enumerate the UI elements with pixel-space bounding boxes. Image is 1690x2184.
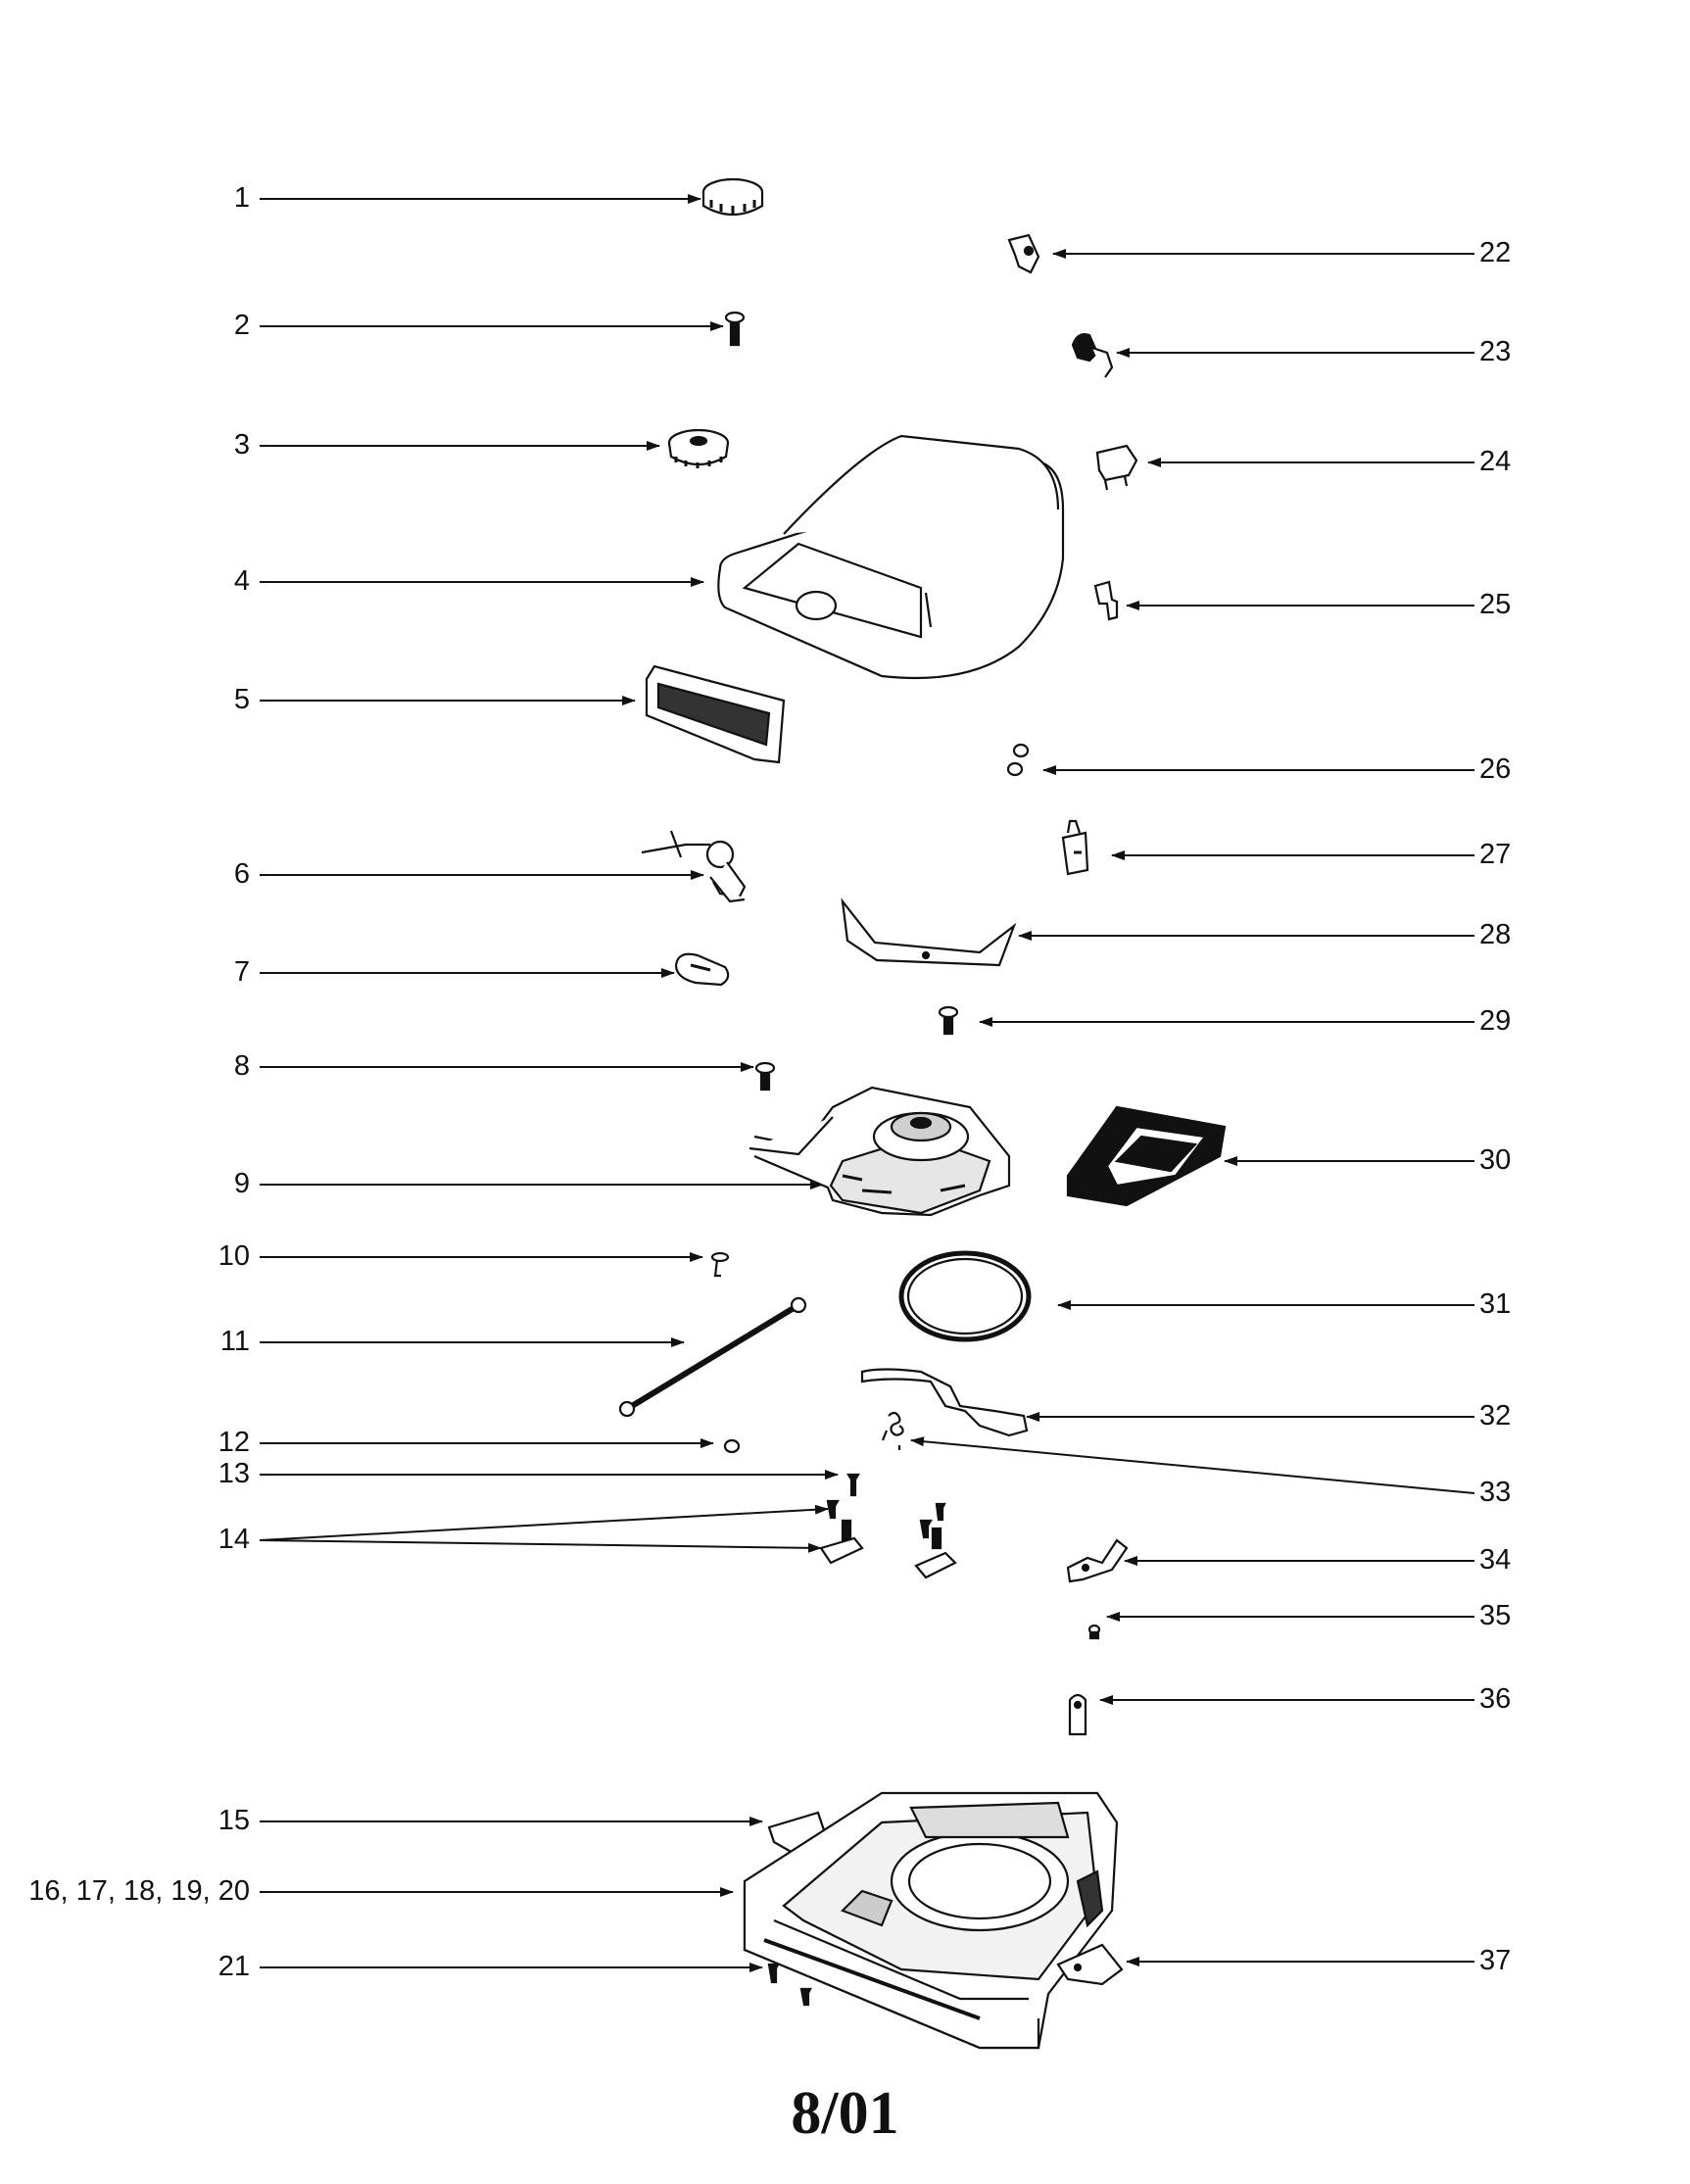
callout-label-left: 11 xyxy=(219,1326,250,1357)
callout-label-right: 28 xyxy=(1479,919,1512,950)
part-21-screws-icon xyxy=(767,1963,812,2007)
callout-label-right: 27 xyxy=(1479,839,1512,870)
part-4-hood-icon xyxy=(717,434,1065,680)
part-12-nut-icon xyxy=(723,1438,741,1454)
part-28-strap-icon xyxy=(841,898,1017,967)
part-9-motor-plate-icon xyxy=(748,1086,1011,1217)
leader-lines xyxy=(259,194,1475,1972)
callout-label-left: 5 xyxy=(233,684,250,715)
part-2-screw-icon xyxy=(724,311,746,347)
part-14-brackets-icon xyxy=(819,1499,957,1579)
callout-label-left: 14 xyxy=(217,1524,250,1555)
callout-label-right: 25 xyxy=(1479,589,1512,620)
part-32-bracket-icon xyxy=(860,1368,1029,1437)
revision-date: 8/01 xyxy=(791,2080,899,2147)
callout-label-left: 9 xyxy=(233,1168,250,1199)
callout-label-right: 24 xyxy=(1479,446,1512,477)
callout-label-right: 30 xyxy=(1479,1144,1512,1176)
leader-line-right xyxy=(910,1436,1475,1494)
callout-label-right: 31 xyxy=(1479,1288,1512,1320)
callout-label-left: 7 xyxy=(233,956,250,988)
callout-label-right: 33 xyxy=(1479,1477,1512,1508)
callout-label-left: 8 xyxy=(233,1050,250,1082)
part-7-clip-icon xyxy=(674,952,730,987)
part-10-screw-icon xyxy=(710,1251,730,1278)
part-25-bracket-icon xyxy=(1093,580,1119,621)
part-23-switch-icon xyxy=(1071,333,1114,378)
part-11-rod-icon xyxy=(618,1296,807,1418)
part-34-bracket-icon xyxy=(1066,1538,1129,1583)
callout-label-right: 22 xyxy=(1479,237,1512,268)
callout-label-right: 37 xyxy=(1479,1945,1512,1976)
callout-label-right: 23 xyxy=(1479,336,1512,367)
part-13-screw-icon xyxy=(846,1473,860,1497)
part-37-pad-icon xyxy=(1056,1943,1124,1986)
part-drawings xyxy=(618,177,1227,2050)
part-24-clip-icon xyxy=(1095,444,1138,491)
callout-label-right: 29 xyxy=(1479,1005,1512,1037)
callout-label-left: 16, 17, 18, 19, 20 xyxy=(28,1875,250,1907)
callout-label-right: 36 xyxy=(1479,1683,1512,1715)
callout-label-left: 13 xyxy=(217,1458,250,1489)
part-22-tab-icon xyxy=(1007,233,1040,274)
callout-label-left: 12 xyxy=(217,1427,250,1458)
callout-label-left: 6 xyxy=(233,858,250,890)
part-8-screw-icon xyxy=(754,1061,776,1092)
part-27-terminal-icon xyxy=(1061,819,1089,876)
callout-label-left: 21 xyxy=(217,1951,250,1982)
callout-label-right: 32 xyxy=(1479,1400,1512,1432)
leader-line-left xyxy=(259,1539,822,1553)
part-29-screw-icon xyxy=(938,1005,959,1036)
callout-label-left: 4 xyxy=(233,565,250,597)
callout-label-left: 1 xyxy=(233,182,250,214)
part-30-filter-icon xyxy=(1066,1105,1227,1207)
leader-line-left xyxy=(259,1504,829,1541)
callout-label-left: 10 xyxy=(217,1240,250,1272)
callout-label-left: 3 xyxy=(233,429,250,461)
part-1-cap-icon xyxy=(701,177,764,216)
callout-label-right: 26 xyxy=(1479,753,1512,785)
part-6-linkage-icon xyxy=(641,830,747,903)
part-35-nut-icon xyxy=(1087,1624,1101,1640)
callout-label-left: 15 xyxy=(217,1805,250,1836)
part-33-spring-icon xyxy=(881,1411,904,1450)
part-26-bushings-icon xyxy=(1006,743,1030,777)
part-5-grille-icon xyxy=(645,664,786,764)
callout-label-left: 2 xyxy=(233,310,250,341)
callout-label-right: 35 xyxy=(1479,1600,1512,1631)
callout-label-right: 34 xyxy=(1479,1544,1512,1576)
part-31-belt-icon xyxy=(898,1250,1032,1342)
part-16-20-base-icon xyxy=(743,1791,1119,2050)
part-3-knob-icon xyxy=(667,428,730,468)
part-36-tag-icon xyxy=(1068,1693,1087,1736)
